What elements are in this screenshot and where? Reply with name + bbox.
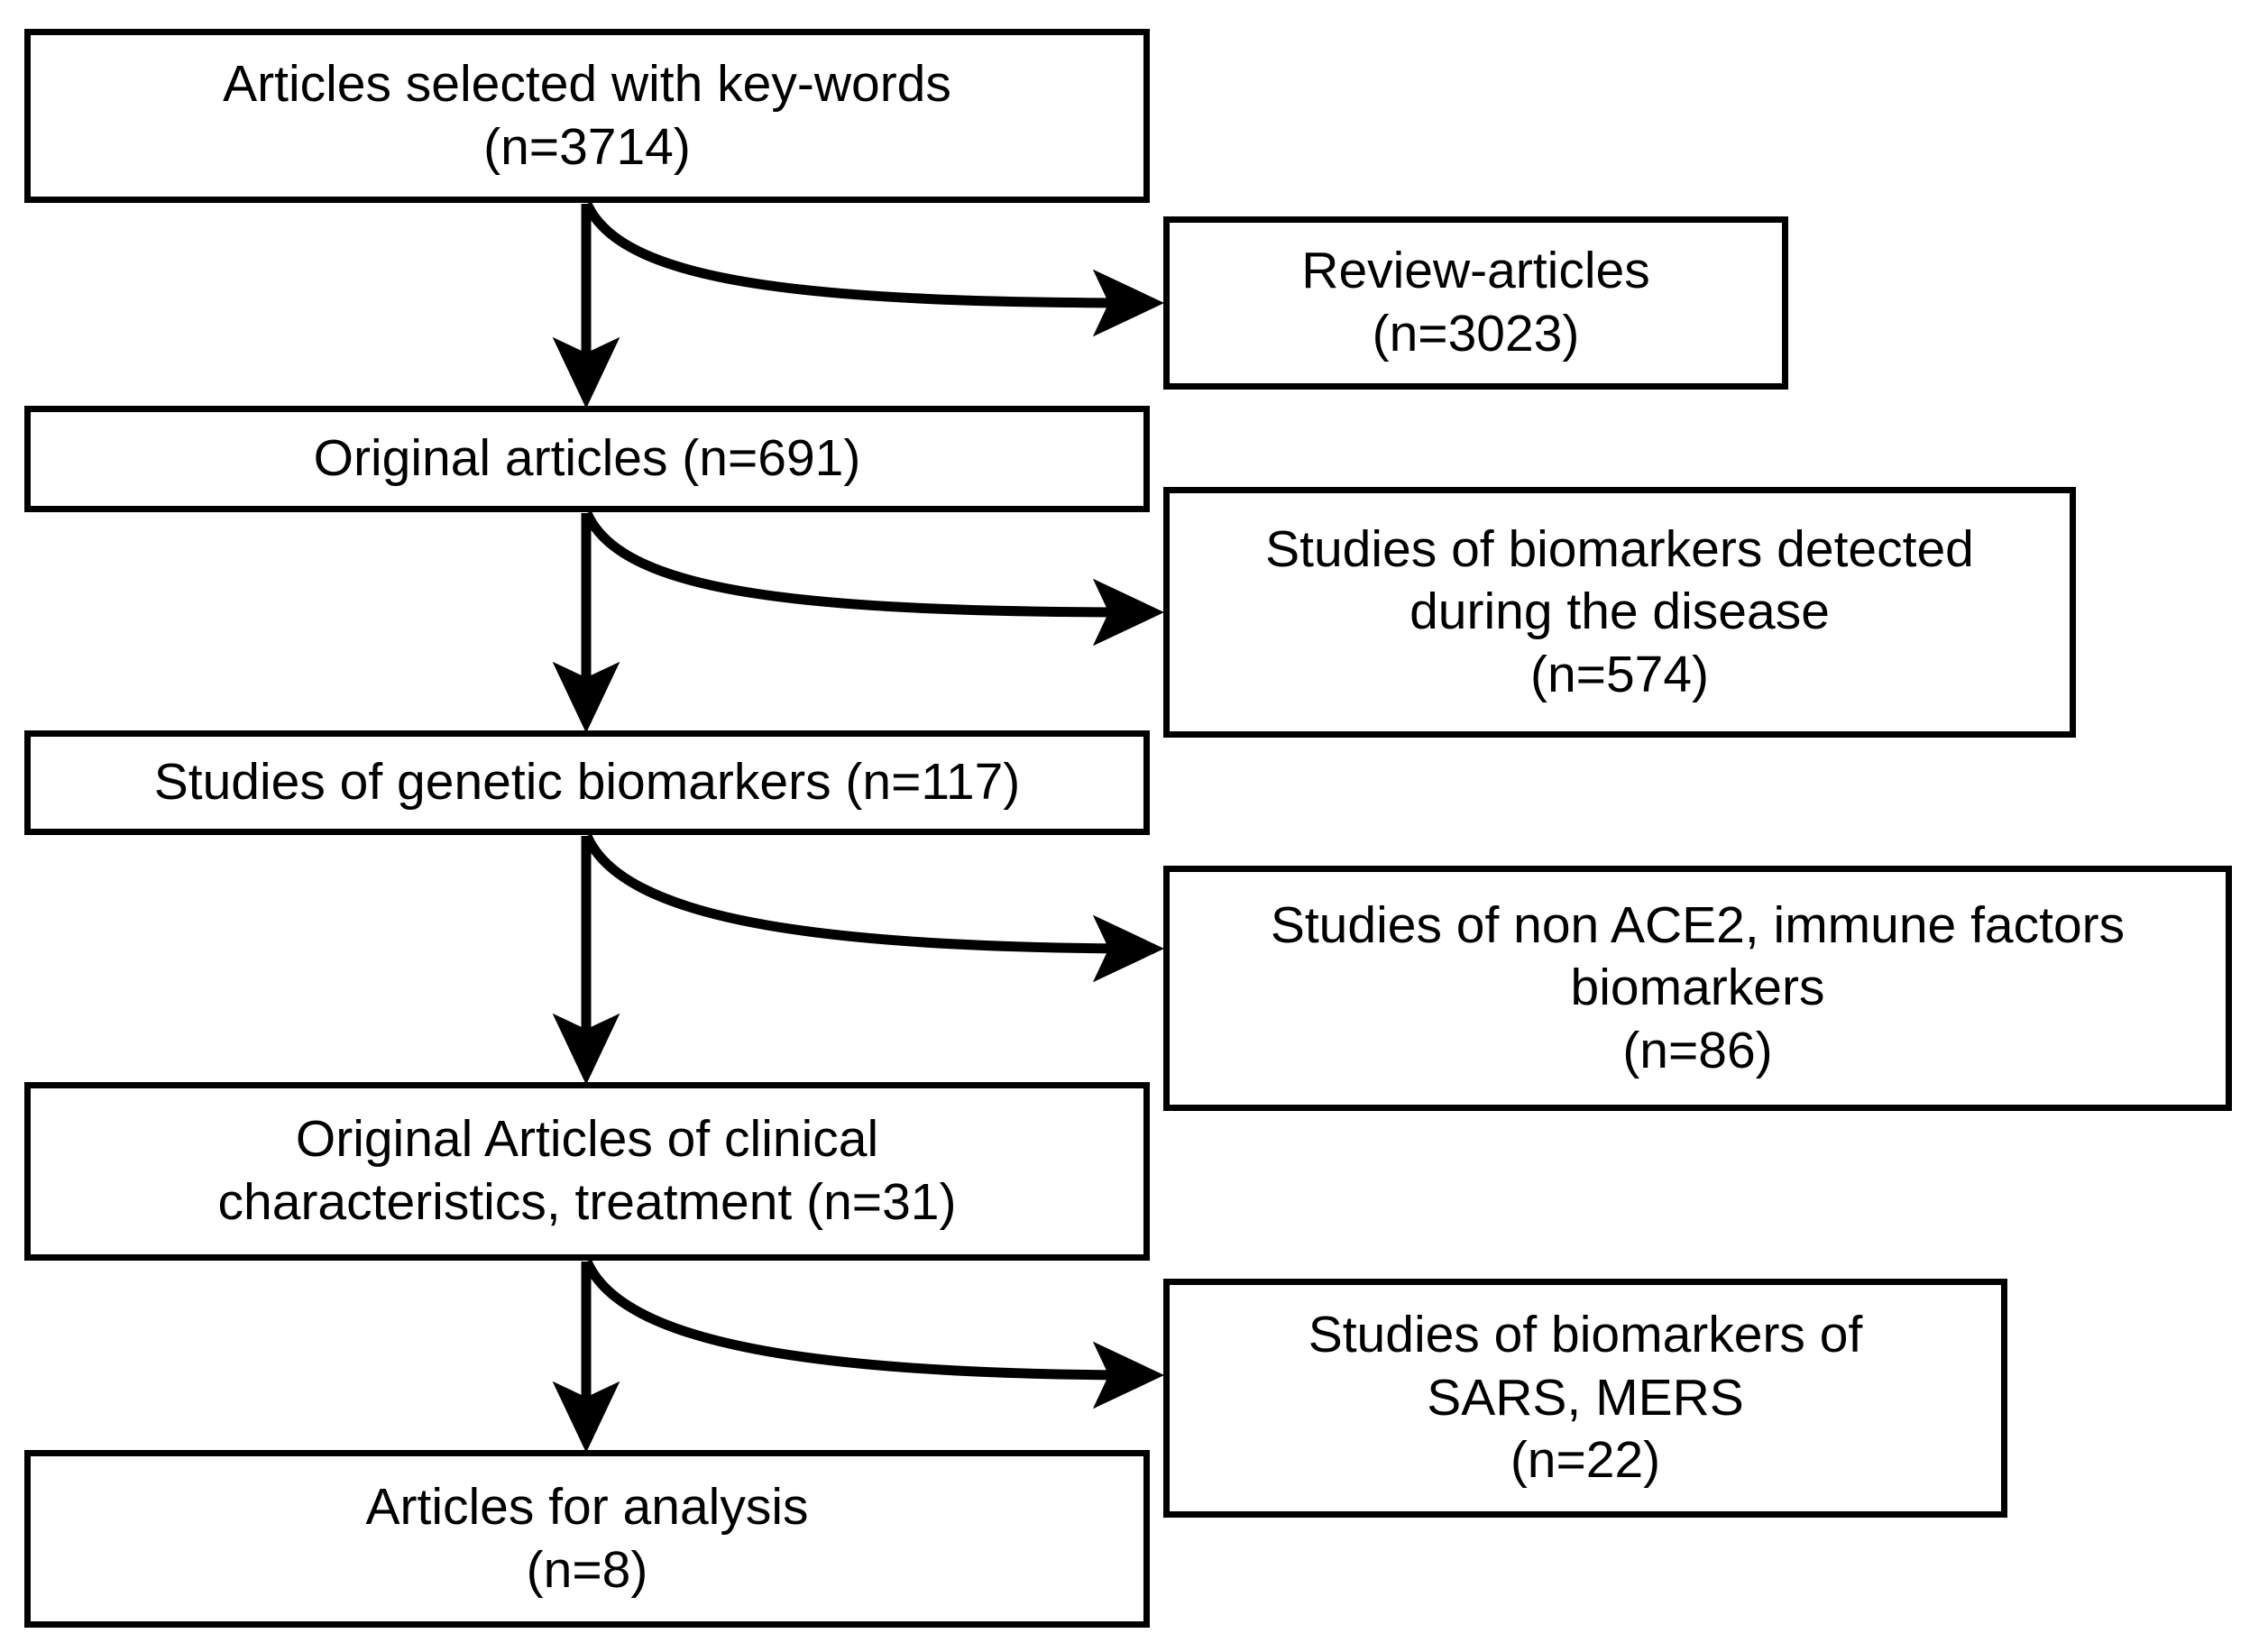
node-clinical-characteristics-label: Original Articles of clinical characteri… — [217, 1110, 957, 1231]
node-biomarkers-during-disease-label: Studies of biomarkers detected during th… — [1265, 519, 1974, 703]
arrow-curve-to-biomarkers-during-disease — [582, 510, 1165, 647]
node-articles-for-analysis: Articles for analysis (n=8) — [24, 1450, 1150, 1628]
node-articles-selected: Articles selected with key-words (n=3714… — [24, 29, 1150, 203]
node-genetic-biomarkers-label: Studies of genetic biomarkers (n=117) — [153, 753, 1021, 812]
node-non-ace2-immune-factors: Studies of non ACE2, immune factors biom… — [1163, 866, 2232, 1111]
node-original-articles: Original articles (n=691) — [24, 406, 1150, 512]
node-review-articles-label: Review-articles (n=3023) — [1301, 242, 1650, 363]
node-clinical-characteristics: Original Articles of clinical characteri… — [24, 1082, 1150, 1261]
node-genetic-biomarkers: Studies of genetic biomarkers (n=117) — [24, 730, 1150, 835]
node-review-articles: Review-articles (n=3023) — [1163, 216, 1788, 390]
node-original-articles-label: Original articles (n=691) — [313, 429, 861, 488]
arrow-curve-to-sars-mers-biomarkers — [582, 1259, 1165, 1409]
node-non-ace2-immune-factors-label: Studies of non ACE2, immune factors biom… — [1270, 895, 2126, 1079]
node-articles-for-analysis-label: Articles for analysis (n=8) — [365, 1477, 809, 1599]
node-sars-mers-biomarkers: Studies of biomarkers of SARS, MERS (n=2… — [1163, 1279, 2007, 1518]
arrow-curve-to-review-articles — [582, 201, 1165, 337]
node-sars-mers-biomarkers-label: Studies of biomarkers of SARS, MERS (n=2… — [1308, 1306, 1863, 1490]
arrow-curve-to-non-ace2-immune-factors — [582, 833, 1165, 983]
node-articles-selected-label: Articles selected with key-words (n=3714… — [223, 54, 951, 176]
node-biomarkers-during-disease: Studies of biomarkers detected during th… — [1163, 487, 2076, 738]
